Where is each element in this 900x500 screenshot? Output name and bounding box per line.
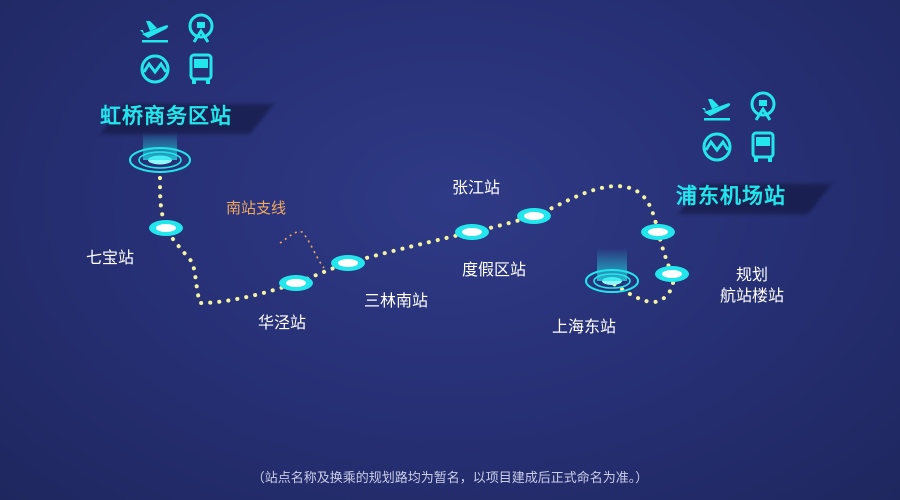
station-label-qibao: 七宝站 [86,248,135,267]
station-label-sanlin-nan: 三林南站 [364,291,429,310]
pudong-transfer-icons [700,90,784,164]
station-label-terminal: 规划 航站楼站 [720,264,784,306]
station-node-pudong [641,224,675,240]
footnote: （站点名称及换乘的规划路均为暂名，以项目建成后正式命名为准。） [251,471,649,486]
branch-line [279,230,325,269]
airplane-icon [702,99,731,121]
station-node-zhangjiang [517,208,551,224]
station-node-huajing [279,275,313,291]
station-node-shanghai-dong [585,248,639,293]
airplane-icon [140,21,169,43]
station-label-zhangjiang: 张江站 [452,178,501,197]
railway-icon [188,13,214,43]
station-label-shanghai-dong: 上海东站 [552,317,617,336]
station-label-pudong: 浦东机场站 [676,184,786,208]
station-label-hongqiao: 虹桥商务区站 [100,104,232,128]
station-node-dujia [455,224,489,240]
metro-icon [140,54,170,84]
branch-label: 南站支线 [226,199,287,217]
station-node-qibao [149,220,183,236]
bus-icon [751,131,775,162]
station-label-dujia: 度假区站 [462,260,527,279]
station-node-sanlin-nan [331,255,365,271]
station-node-terminal [655,266,689,282]
metro-icon [702,132,732,162]
hongqiao-transfer-icons [138,12,222,86]
station-node-hongqiao [129,132,191,173]
station-label-terminal-line1: 规划 [736,265,769,284]
railway-icon [750,91,776,121]
bus-icon [189,53,213,84]
station-label-terminal-line2: 航站楼站 [720,286,785,305]
station-label-huajing: 华泾站 [258,313,307,332]
